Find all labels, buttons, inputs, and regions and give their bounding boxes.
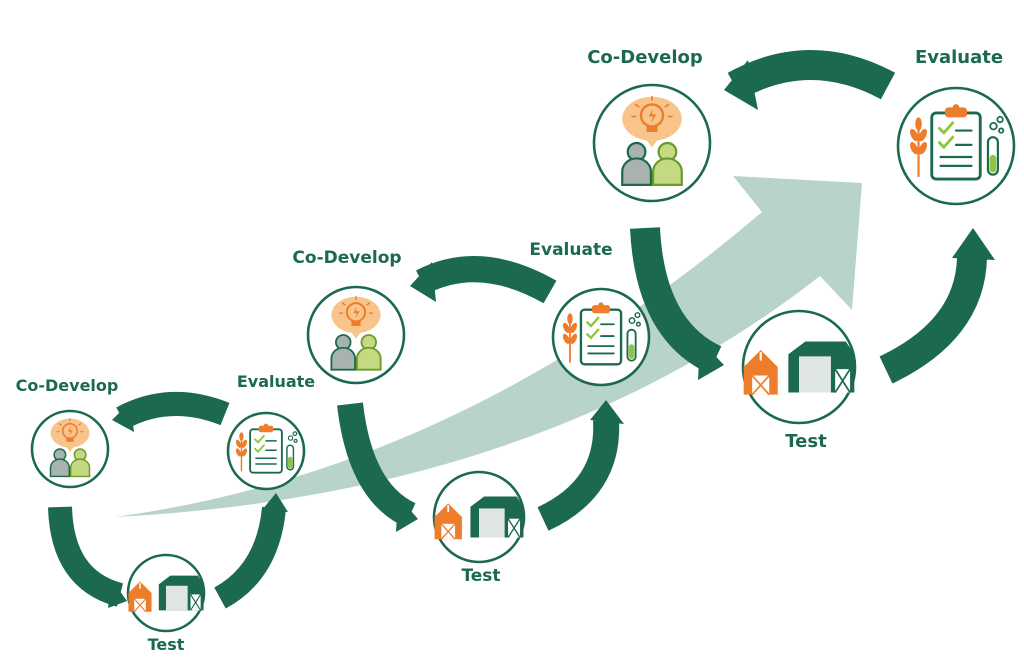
cycle-arrow: [727, 50, 896, 100]
test-node: [432, 470, 526, 564]
test-label: Test: [785, 431, 827, 452]
test-node: [741, 309, 857, 425]
evaluate-label: Evaluate: [915, 47, 1003, 68]
cycle-arrowhead: [396, 496, 418, 532]
cycle-arrowhead: [952, 228, 995, 260]
test-label: Test: [461, 566, 500, 586]
codevelop-label: Co-Develop: [292, 248, 401, 268]
cycle-arrowhead: [724, 60, 758, 110]
codevelop-node: [30, 409, 110, 489]
evaluate-node: [551, 287, 651, 387]
evaluate-label: Evaluate: [529, 240, 612, 260]
evaluate-node: [896, 86, 1016, 206]
codevelop-label: Co-Develop: [16, 376, 119, 395]
cycle-arrowhead: [590, 400, 624, 424]
cycle-arrowhead: [262, 493, 288, 512]
cycle-arrow: [213, 506, 286, 609]
cycle-arrow: [48, 506, 124, 607]
cycle-arrow: [116, 391, 230, 429]
test-node: [126, 553, 206, 633]
cycle-arrow: [537, 419, 620, 531]
evaluate-node: [226, 411, 306, 491]
test-label: Test: [148, 635, 185, 654]
evaluate-label: Evaluate: [237, 372, 315, 391]
cycle-arrowhead: [108, 580, 127, 608]
codevelop-node: [306, 285, 406, 385]
cycle-arrow: [879, 257, 987, 384]
cycle-arrowhead: [410, 262, 436, 302]
cycle-arrow: [416, 256, 557, 304]
codevelop-node: [592, 83, 712, 203]
cycle-arrowhead: [112, 402, 134, 432]
codevelop-label: Co-Develop: [587, 47, 703, 68]
cycle-arrowhead: [698, 340, 724, 380]
